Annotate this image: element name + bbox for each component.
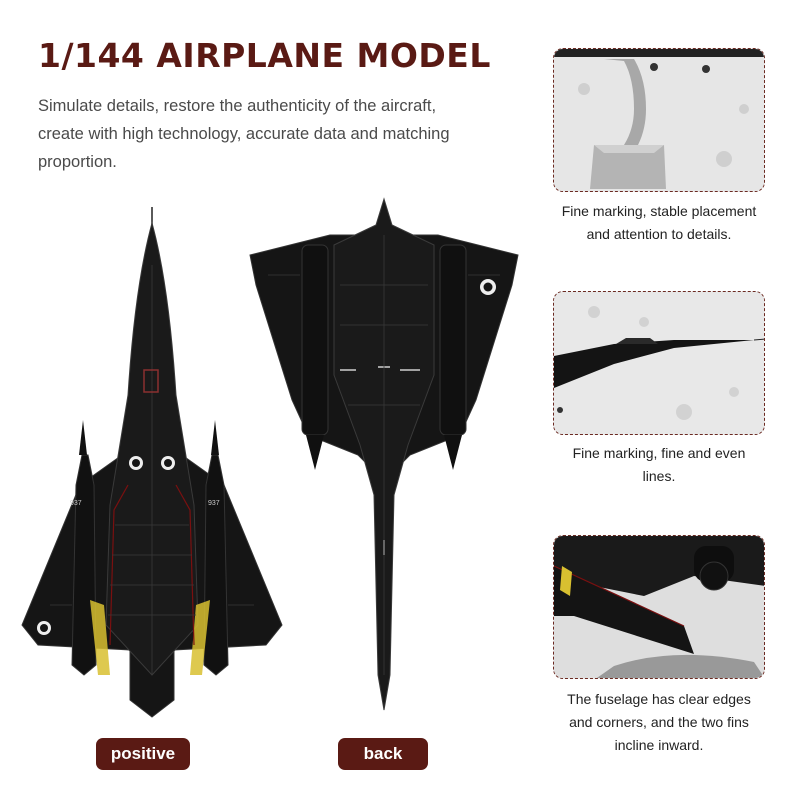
- detail-image-stand: [553, 48, 765, 192]
- page-title: 1/144 AIRPLANE MODEL: [38, 36, 491, 75]
- tail-number-left: 937: [70, 500, 82, 507]
- detail-caption-3: The fuselage has clear edges and corners…: [548, 688, 770, 757]
- description-line-1: Simulate details, restore the authentici…: [38, 97, 437, 115]
- tail-number-right: 937: [208, 500, 220, 507]
- detail-caption-1-line-1: Fine marking, stable placement: [561, 203, 757, 219]
- back-view-label: back: [338, 738, 428, 770]
- detail-caption-1-line-2: and attention to details.: [586, 226, 732, 242]
- detail-caption-3-line-2: and corners, and the two fins: [569, 714, 749, 730]
- detail-caption-2: Fine marking, fine and even lines.: [548, 442, 770, 488]
- positive-view-label: positive: [96, 738, 190, 770]
- aircraft-bottom-view: [248, 195, 520, 717]
- description-line-2: create with high technology, accurate da…: [38, 125, 450, 143]
- detail-image-nose: [553, 291, 765, 435]
- aircraft-top-view: 937 937: [10, 205, 290, 720]
- detail-caption-2-line-2: lines.: [642, 468, 676, 484]
- description-line-3: proportion.: [38, 153, 117, 171]
- detail-caption-3-line-1: The fuselage has clear edges: [567, 691, 751, 707]
- detail-caption-1: Fine marking, stable placement and atten…: [548, 200, 770, 246]
- description: Simulate details, restore the authentici…: [38, 92, 508, 176]
- detail-image-fins: [553, 535, 765, 679]
- detail-caption-3-line-3: incline inward.: [614, 737, 704, 753]
- detail-caption-2-line-1: Fine marking, fine and even: [572, 445, 746, 461]
